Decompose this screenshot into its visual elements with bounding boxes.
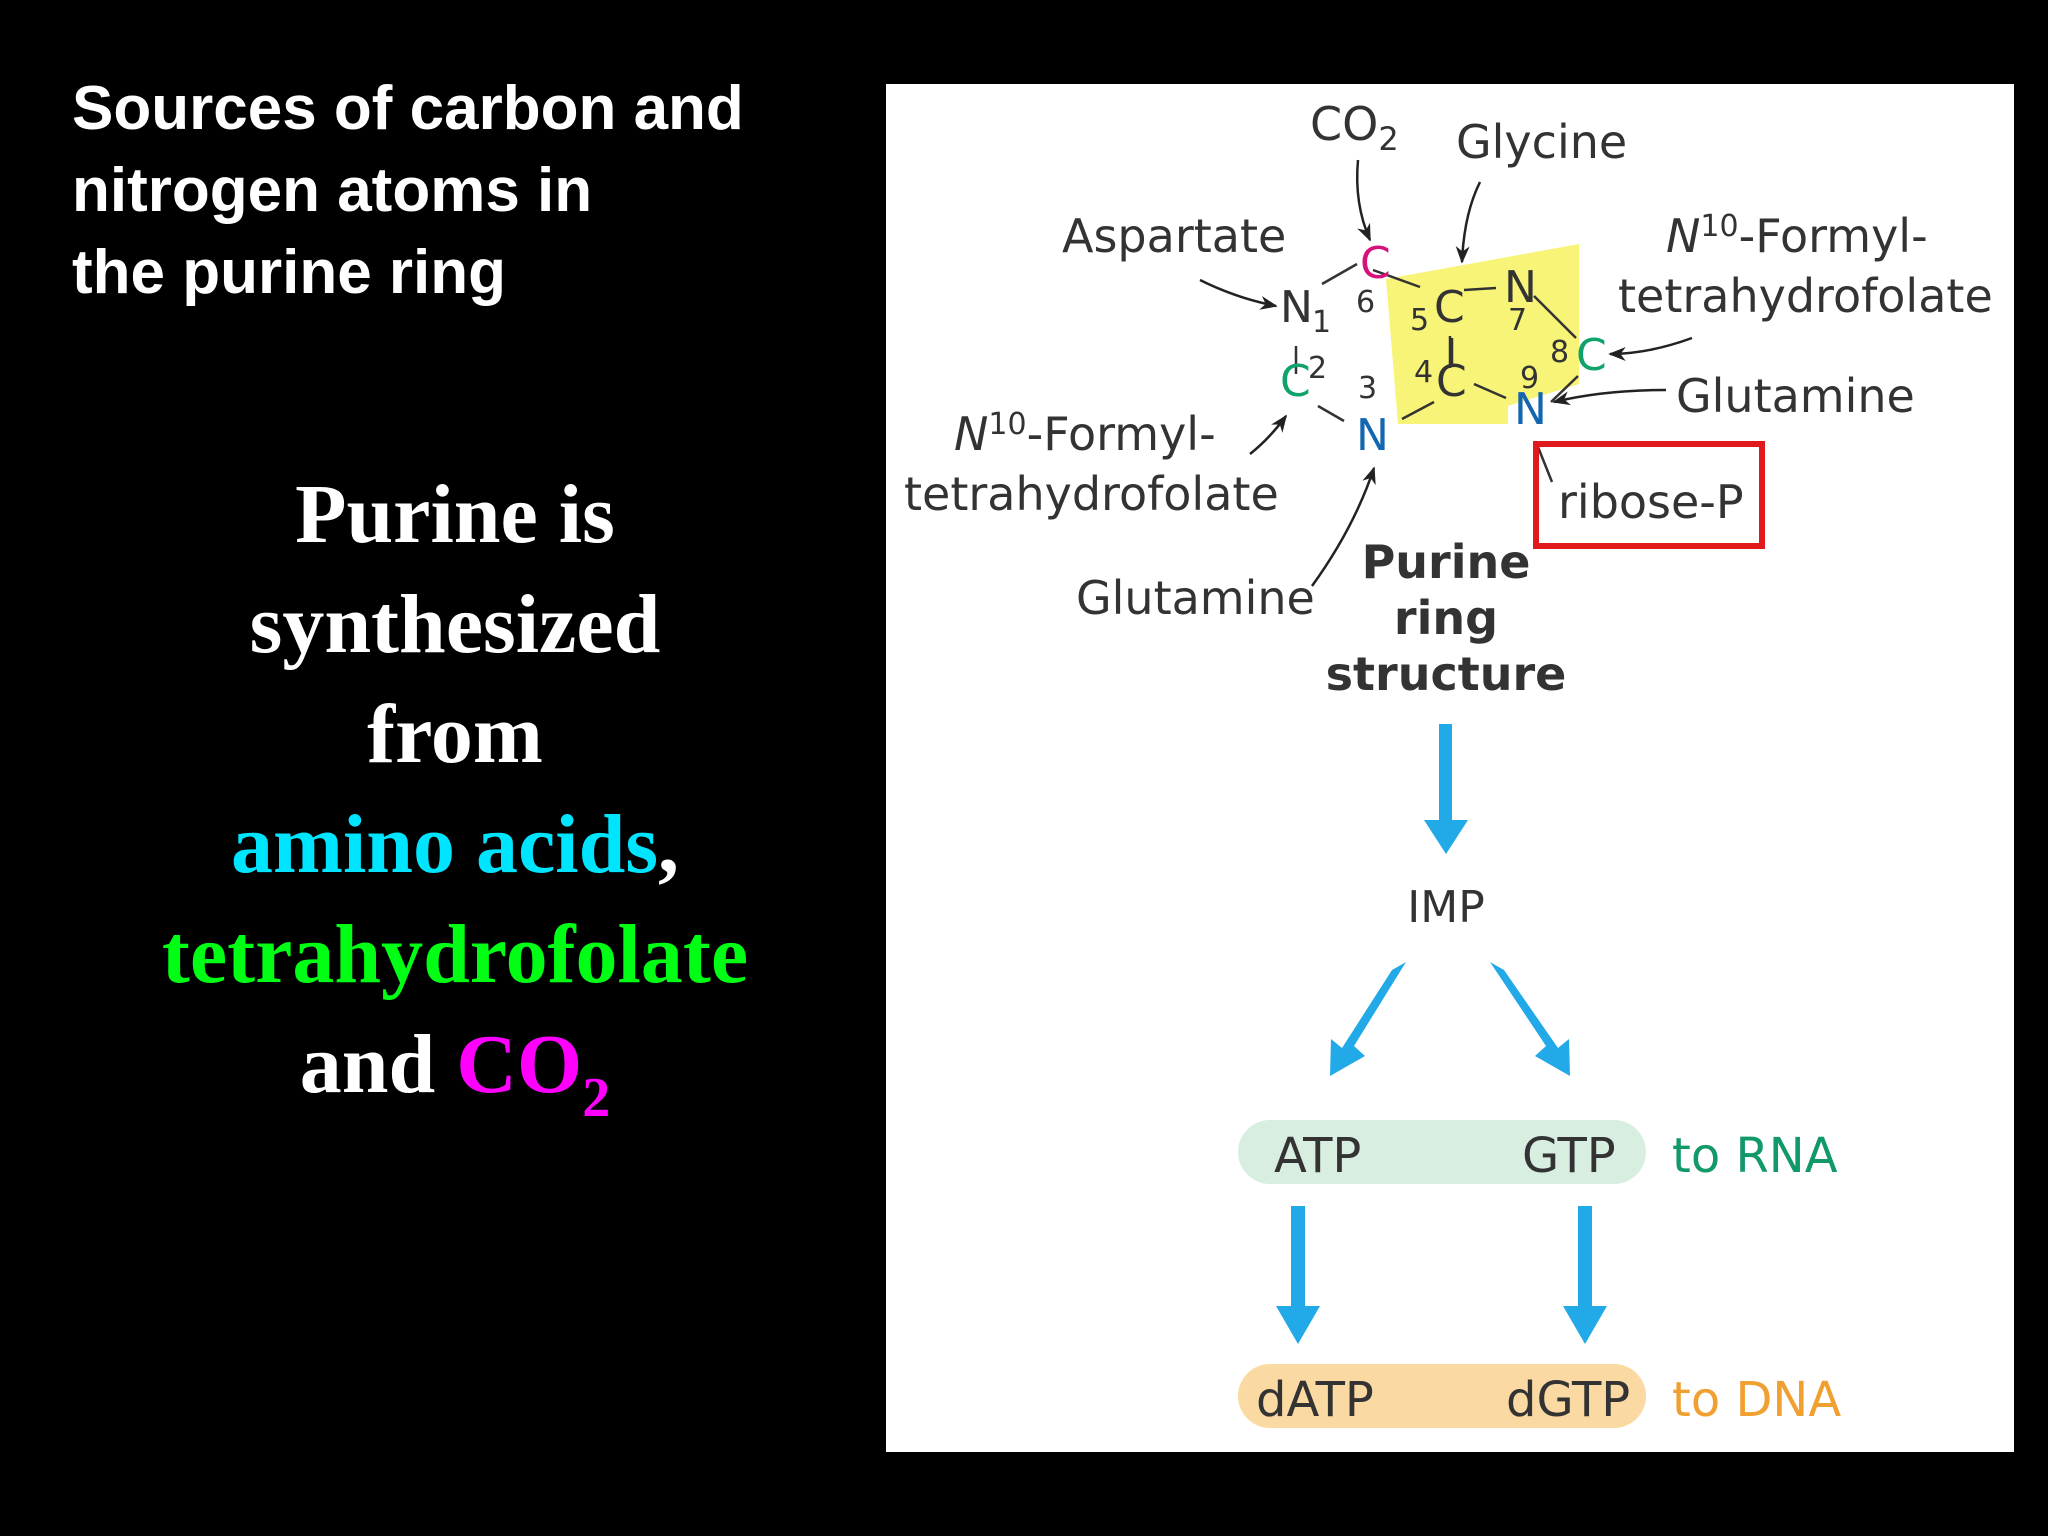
- glycine-highlight: [1386, 244, 1579, 424]
- source-formyl-thf-top-line2: tetrahydrofolate: [1618, 269, 1993, 323]
- ring-number-5: 5: [1410, 303, 1429, 338]
- comma-text: ,: [658, 798, 680, 891]
- co2-main: CO: [456, 1018, 583, 1111]
- summary-line-4: amino acids,: [100, 790, 810, 900]
- gtp-label: GTP: [1522, 1128, 1616, 1184]
- source-co2-main: CO: [1310, 97, 1378, 151]
- source-formyl-thf-top: N10-Formyl-: [1666, 209, 1928, 263]
- arrow-imp-to-atp: [1330, 962, 1406, 1076]
- source-formyl-thf-left: N10-Formyl-: [954, 407, 1216, 461]
- atom-c8: C: [1576, 330, 1607, 381]
- arrow-aspartate: [1199, 278, 1278, 310]
- datp-label: dATP: [1256, 1372, 1374, 1428]
- atom-n1: N: [1280, 282, 1313, 333]
- arrow-co2: [1355, 159, 1372, 242]
- ribose-highlight-box: [1533, 441, 1765, 549]
- arrow-ring-to-imp: [1424, 724, 1468, 854]
- summary-line-1: Purine is: [295, 468, 615, 561]
- atom-c2: C: [1280, 356, 1311, 407]
- rna-pill: [1238, 1120, 1646, 1184]
- atom-c5: C: [1434, 282, 1465, 333]
- source-co2: CO2: [1310, 97, 1399, 158]
- flow-arrows: [1276, 724, 1607, 1344]
- atom-n3: N: [1356, 410, 1389, 461]
- amino-acids-text: amino acids: [230, 798, 659, 891]
- source-arrows: [1199, 159, 1693, 587]
- ring-bonds: [1294, 262, 1579, 423]
- ring-label-line-2: ring: [1394, 591, 1498, 645]
- source-formyl-top-sup: 10: [1700, 209, 1738, 244]
- ring-number-1: 1: [1312, 305, 1331, 340]
- arrow-glycine: [1455, 181, 1482, 264]
- co2-subscript: 2: [582, 1067, 611, 1129]
- atom-n9: N: [1514, 384, 1547, 435]
- ring-number-7: 7: [1508, 303, 1527, 338]
- slide-title-line-1: Sources of carbon and: [72, 74, 744, 143]
- slide-title-line-3: the purine ring: [72, 238, 506, 307]
- arrow-gtp-to-dgtp: [1563, 1206, 1607, 1344]
- source-co2-sub: 2: [1378, 120, 1398, 158]
- ring-number-2: 2: [1308, 351, 1327, 386]
- atom-n7: N: [1504, 262, 1537, 313]
- source-formyl-left-sup: 10: [988, 407, 1026, 442]
- arrow-glutamine-bottom: [1310, 466, 1376, 587]
- arrow-atp-to-datp: [1276, 1206, 1320, 1344]
- atp-label: ATP: [1274, 1128, 1361, 1184]
- slide-title-line-2: nitrogen atoms in: [72, 156, 593, 225]
- source-glutamine-right: Glutamine: [1676, 369, 1915, 423]
- source-formyl-left-n: N: [954, 407, 988, 461]
- to-dna-label: to DNA: [1672, 1372, 1841, 1428]
- dgtp-label: dGTP: [1506, 1372, 1630, 1428]
- ring-number-9: 9: [1520, 361, 1539, 396]
- summary-statement: Purine is synthesized from amino acids, …: [100, 460, 810, 1126]
- ring-label-line-3: structure: [1326, 647, 1567, 701]
- summary-line-2: synthesized: [249, 578, 661, 671]
- dna-pill: [1238, 1364, 1646, 1428]
- to-rna-label: to RNA: [1672, 1128, 1838, 1184]
- source-formyl-top-n: N: [1666, 209, 1700, 263]
- ring-number-6: 6: [1356, 285, 1375, 320]
- source-formyl-top-rest: -Formyl-: [1739, 209, 1928, 263]
- atom-c6: C: [1360, 238, 1391, 289]
- summary-line-3: from: [367, 688, 543, 781]
- summary-line-6: and CO2: [100, 1010, 810, 1126]
- arrow-imp-to-gtp: [1490, 962, 1570, 1076]
- ring-number-4: 4: [1414, 355, 1433, 390]
- slide-title: Sources of carbon and nitrogen atoms in …: [72, 68, 852, 314]
- source-formyl-left-rest: -Formyl-: [1027, 407, 1216, 461]
- atom-c4: C: [1436, 356, 1467, 407]
- diagram-panel: C N C N C C N C N 1 2 3 4 5 6 7 8 9 CO2 …: [886, 84, 2014, 1452]
- arrow-formyl-top: [1608, 336, 1693, 361]
- source-formyl-thf-left-line2: tetrahydrofolate: [904, 467, 1279, 521]
- source-glutamine-bottom: Glutamine: [1076, 571, 1315, 625]
- source-aspartate: Aspartate: [1062, 209, 1286, 263]
- ring-number-3: 3: [1358, 371, 1377, 406]
- imp-label: IMP: [1407, 882, 1484, 933]
- arrow-glutamine-right: [1552, 388, 1667, 406]
- source-glycine: Glycine: [1456, 115, 1627, 169]
- purine-diagram: C N C N C C N C N 1 2 3 4 5 6 7 8 9 CO2 …: [904, 97, 1993, 1428]
- co2-text: CO2: [456, 1018, 610, 1126]
- ribose-p-label: ribose-P: [1558, 475, 1744, 529]
- thf-text: tetrahydrofolate: [161, 908, 749, 1001]
- ring-number-8: 8: [1550, 335, 1569, 370]
- arrow-formyl-left: [1249, 414, 1288, 455]
- ring-label-line-1: Purine: [1362, 535, 1531, 589]
- and-text: and: [299, 1018, 457, 1111]
